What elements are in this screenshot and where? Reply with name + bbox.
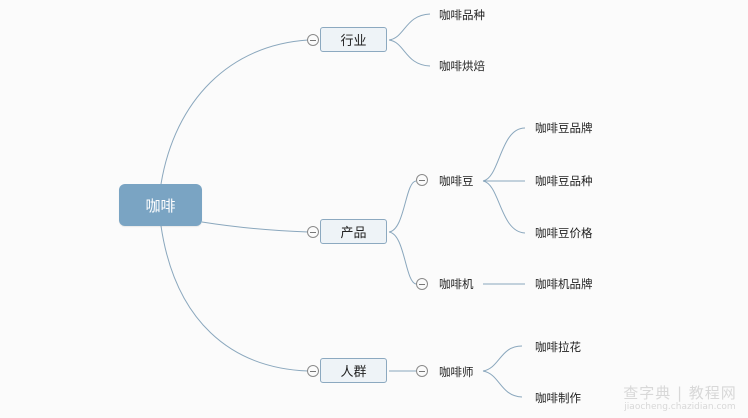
root-node-label: 咖啡 — [145, 196, 176, 215]
subtopic-node[interactable]: 咖啡机 — [439, 277, 474, 291]
leaf-node[interactable]: 咖啡制作 — [535, 391, 581, 405]
subtopic-node[interactable]: 咖啡豆 — [439, 174, 474, 188]
leaf-node[interactable]: 咖啡豆品牌 — [535, 121, 593, 135]
leaf-node[interactable]: 咖啡豆品种 — [535, 174, 593, 188]
branch-node-product[interactable]: 产品 — [320, 219, 387, 244]
branch-node-people[interactable]: 人群 — [320, 358, 387, 383]
collapse-icon[interactable] — [416, 365, 428, 377]
leaf-node[interactable]: 咖啡豆价格 — [535, 226, 593, 240]
collapse-icon[interactable] — [416, 278, 428, 290]
leaf-node[interactable]: 咖啡机品牌 — [535, 277, 593, 291]
branch-label: 人群 — [340, 365, 367, 380]
collapse-icon[interactable] — [307, 34, 319, 46]
leaf-node[interactable]: 咖啡烘焙 — [439, 59, 485, 73]
leaf-node[interactable]: 咖啡拉花 — [535, 340, 581, 354]
branch-node-industry[interactable]: 行业 — [320, 27, 387, 52]
watermark: 查字典 | 教程网 jiaocheng.chazidian.com — [612, 384, 748, 418]
watermark-title: 查字典 | 教程网 — [623, 384, 737, 402]
branch-label: 行业 — [340, 34, 367, 49]
leaf-node[interactable]: 咖啡品种 — [439, 8, 485, 22]
watermark-url: jiaocheng.chazidian.com — [624, 402, 736, 412]
collapse-icon[interactable] — [307, 226, 319, 238]
subtopic-node[interactable]: 咖啡师 — [439, 365, 474, 379]
collapse-icon[interactable] — [416, 174, 428, 186]
branch-label: 产品 — [340, 226, 367, 241]
root-node[interactable]: 咖啡 — [119, 184, 202, 226]
collapse-icon[interactable] — [307, 365, 319, 377]
